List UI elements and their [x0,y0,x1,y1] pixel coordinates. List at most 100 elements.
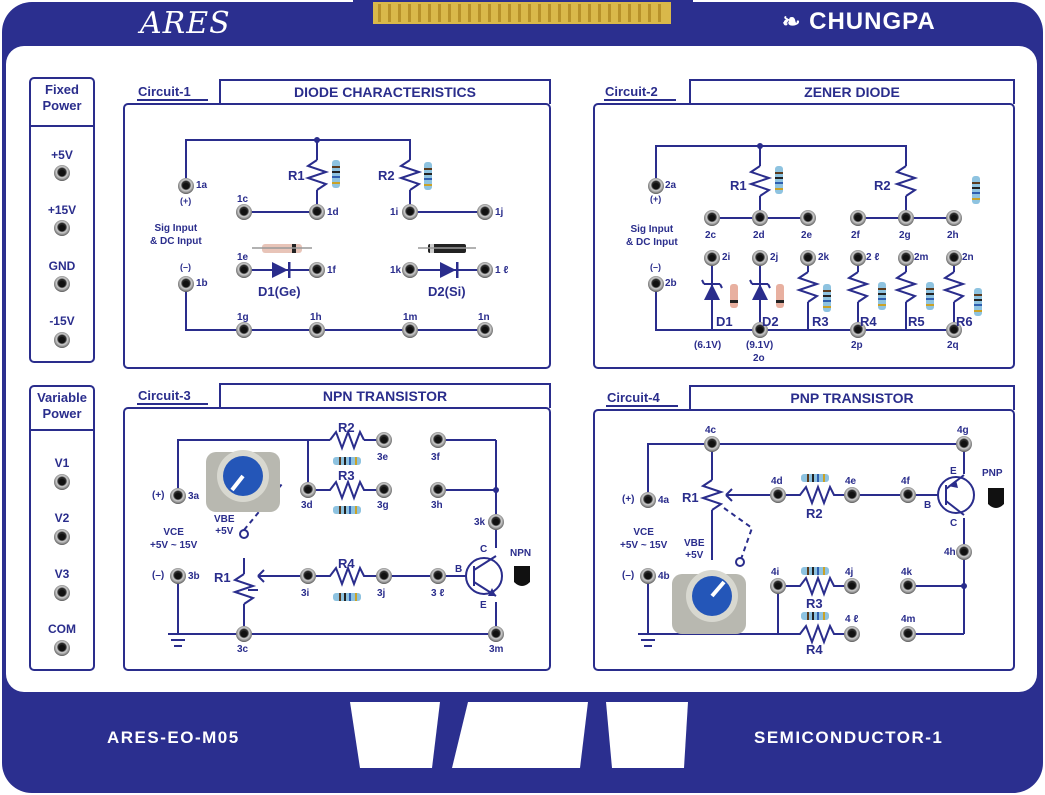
terminal-label: 2b [665,278,677,289]
terminal-label: 4c [705,425,717,436]
terminal-label: 1a [196,180,208,191]
resistor-label: R6 [956,314,973,329]
polarity-minus: (–) [152,570,165,581]
polarity-plus: (+) [180,196,192,206]
circuit2-label: Circuit-2 [605,84,658,99]
terminal-label: 1e [237,252,249,263]
variable-power-label: V1 [54,456,70,470]
terminal-label: 4j [845,567,854,578]
terminal-label: 1h [310,312,322,323]
terminal-label: 3d [301,500,313,511]
circuit3-title: NPN TRANSISTOR [322,388,448,404]
resistor-label: R4 [860,314,877,329]
vbe-potentiometer-knob-2[interactable] [672,570,746,634]
terminal-label: 2m [914,252,929,263]
terminal-label: 2n [962,252,974,263]
transistor-pin-label: B [924,500,932,511]
vbe-label: VBE+5V [684,538,705,561]
terminal-label: 4k [901,567,913,578]
terminal-label: 3c [237,644,249,655]
terminal-label: 3f [431,452,440,463]
diode-label: D1(Ge) [258,284,301,299]
diode-label: D1 [716,314,733,329]
resistor-label: R4 [806,642,823,657]
terminal-label: 1 ℓ [495,265,509,276]
variable-power-label: V2 [54,511,70,525]
terminal-label: 1f [327,265,336,276]
circuit2-title: ZENER DIODE [804,84,900,100]
polarity-plus: (+) [152,490,165,501]
chungpa-logo: ❧ CHUNGPA [782,8,936,36]
terminal-label: 1b [196,278,208,289]
fixed-power-label: +5V [51,148,73,162]
terminal-label: 4b [658,571,670,582]
pnp-label: PNP [982,468,1003,479]
polarity-plus: (+) [650,194,662,204]
terminal-label: 4d [771,476,783,487]
transistor-pin-label: B [455,564,463,575]
terminal-label: 1c [237,194,249,205]
terminal-label: 1i [390,207,399,218]
terminal-label: 4i [771,567,780,578]
terminal-label: 2i [722,252,731,263]
chungpa-logo-text: CHUNGPA [809,8,936,35]
resistor-label: R5 [908,314,925,329]
terminal-label: 2e [801,230,813,241]
chungpa-swirl-icon: ❧ [782,9,802,34]
terminal-label: 2k [818,252,830,263]
terminal-label: 2o [753,353,765,364]
terminal-label: 3e [377,452,389,463]
terminal-label: 4f [901,476,910,487]
circuit2-sig-input-label: Sig Input& DC Input [626,224,678,248]
terminal-label: 2c [705,230,717,241]
terminal-label: 3g [377,500,389,511]
terminal-label: 1k [390,265,402,276]
resistor-label: R4 [338,556,355,571]
vbe-label: VBE+5V [214,514,235,537]
terminal-label: 2j [770,252,779,263]
fixed-power-label: +15V [47,203,77,217]
diode-d1-component [252,244,312,253]
resistor-label: R1 [682,490,699,505]
resistor-label: R2 [874,178,891,193]
terminal-label: 3 ℓ [431,588,445,599]
circuit1-sig-input-label: Sig Input& DC Input [150,223,202,247]
edge-connector [353,0,693,34]
resistor-label: R2 [338,420,355,435]
circuit1-label: Circuit-1 [138,84,191,99]
terminal-label: 1j [495,207,504,218]
terminal-label: 1d [327,207,339,218]
zener-diodes-components [730,284,784,308]
diode-voltage: (9.1V) [746,340,774,351]
vce-label: VCE+5V ~ 15V [150,527,198,551]
polarity-plus: (+) [622,494,635,505]
polarity-minus: (–) [650,262,661,272]
terminal-label: 2p [851,340,863,351]
resistor-label: R3 [338,468,355,483]
terminal-label: 2 ℓ [866,252,880,263]
terminal-label: 1g [237,312,249,323]
terminal-label: 2f [851,230,860,241]
model-number: ARES-EO-M05 [107,728,240,747]
terminal-label: 2d [753,230,765,241]
terminal-label: 1m [403,312,418,323]
fixed-power-label: GND [48,259,76,273]
terminal-label: 4g [957,425,969,436]
terminal-label: 1n [478,312,490,323]
polarity-minus: (–) [180,262,191,272]
ares-logo: ARES [140,6,231,41]
resistor-label: R3 [806,596,823,611]
circuit4-title: PNP TRANSISTOR [790,390,914,406]
board-subject: SEMICONDUCTOR-1 [754,728,944,747]
terminal-label: 3b [188,571,200,582]
transistor-pin-label: C [950,518,958,529]
npn-transistor-component [514,566,530,586]
transistor-pin-label: C [480,544,488,555]
resistor-label: R2 [378,168,395,183]
terminal-label: 4e [845,476,857,487]
diode-d2-component [418,244,476,253]
terminal-label: 3a [188,491,200,502]
terminal-label: 3j [377,588,386,599]
vbe-potentiometer-knob[interactable] [206,450,280,512]
